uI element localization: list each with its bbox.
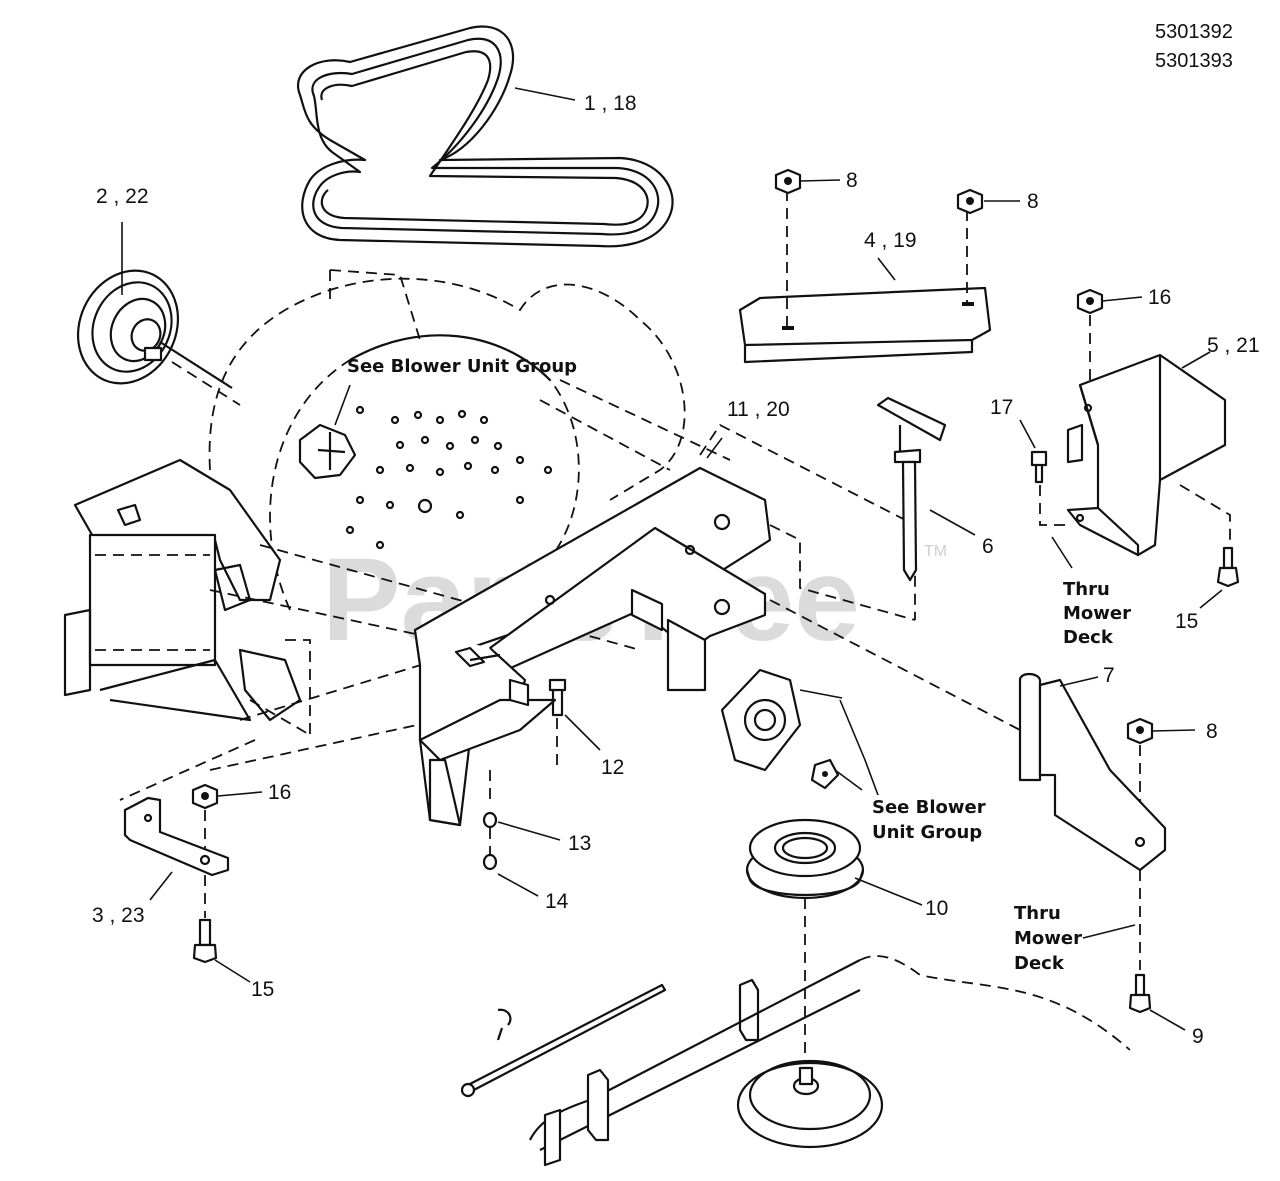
belt-drawing <box>297 25 674 248</box>
callout-16-upper: 16 <box>1148 286 1171 309</box>
note-thru-deck-a-line2: Mower <box>1063 603 1131 624</box>
callout-11-20: 11 , 20 <box>727 398 790 421</box>
engine-bracket-assembly <box>63 458 311 736</box>
bracket-5-21 <box>1066 353 1227 557</box>
pulley-2-22-drawing <box>76 269 233 389</box>
callout-8-right: 8 <box>1206 720 1218 743</box>
washer-13 <box>482 811 498 829</box>
callout-8-top-right: 8 <box>1027 190 1039 213</box>
bolt-12 <box>548 678 567 717</box>
watermark-tm: TM <box>924 543 947 560</box>
callout-4-19: 4 , 19 <box>864 229 917 252</box>
callout-13: 13 <box>568 832 591 855</box>
nut-16-lower <box>191 783 219 810</box>
callout-16-lower: 16 <box>268 781 291 804</box>
washer-14 <box>482 853 498 871</box>
callout-3-23: 3 , 23 <box>92 904 145 927</box>
note-thru-deck-a-line3: Deck <box>1063 627 1114 648</box>
leader-lines <box>121 87 1223 1031</box>
deck-assembly <box>460 955 1131 1167</box>
model-number-2: 5301393 <box>1155 50 1233 72</box>
callout-17: 17 <box>990 396 1013 419</box>
callout-14: 14 <box>545 890 569 913</box>
callout-5-21: 5 , 21 <box>1207 334 1260 357</box>
note-thru-deck-b-line3: Deck <box>1014 953 1065 974</box>
nut-8-top-left <box>774 168 802 195</box>
pulley-10 <box>745 818 865 900</box>
callout-15-upper: 15 <box>1175 610 1198 633</box>
callout-15-lower: 15 <box>251 978 274 1001</box>
bearing-plate <box>720 668 840 790</box>
bolt-17 <box>1030 450 1048 484</box>
callout-1-18: 1 , 18 <box>584 92 637 115</box>
nut-8-top-right <box>956 188 984 215</box>
callout-12: 12 <box>601 756 624 779</box>
nut-16-upper <box>1076 288 1104 315</box>
note-see-blower-top: See Blower Unit Group <box>347 356 577 377</box>
callout-8-top-left: 8 <box>846 169 858 192</box>
bolt-15-upper <box>1216 546 1240 588</box>
callout-7: 7 <box>1103 664 1115 687</box>
bolt-15-lower <box>192 918 218 964</box>
callout-2-22: 2 , 22 <box>96 185 149 208</box>
blower-housing-drawing <box>208 269 731 611</box>
model-number-1: 5301392 <box>1155 21 1233 43</box>
note-thru-deck-b-line1: Thru <box>1014 903 1061 924</box>
callout-6: 6 <box>982 535 994 558</box>
bolt-9 <box>1128 973 1152 1014</box>
cover-plate-4-19 <box>738 286 992 364</box>
t-pin-6 <box>876 396 947 582</box>
note-thru-deck-b-line2: Mower <box>1014 928 1082 949</box>
blower-housing-holes <box>345 405 553 550</box>
callout-10: 10 <box>925 897 948 920</box>
nut-8-right <box>1126 717 1154 745</box>
bracket-7 <box>1018 672 1167 872</box>
note-see-blower-right-line1: See Blower <box>872 797 986 818</box>
callout-9: 9 <box>1192 1025 1204 1048</box>
note-see-blower-right-line2: Unit Group <box>872 822 982 843</box>
note-thru-deck-a-line1: Thru <box>1063 579 1110 600</box>
bracket-3-23 <box>123 796 230 877</box>
frame-bracket-11-20 <box>413 466 772 827</box>
